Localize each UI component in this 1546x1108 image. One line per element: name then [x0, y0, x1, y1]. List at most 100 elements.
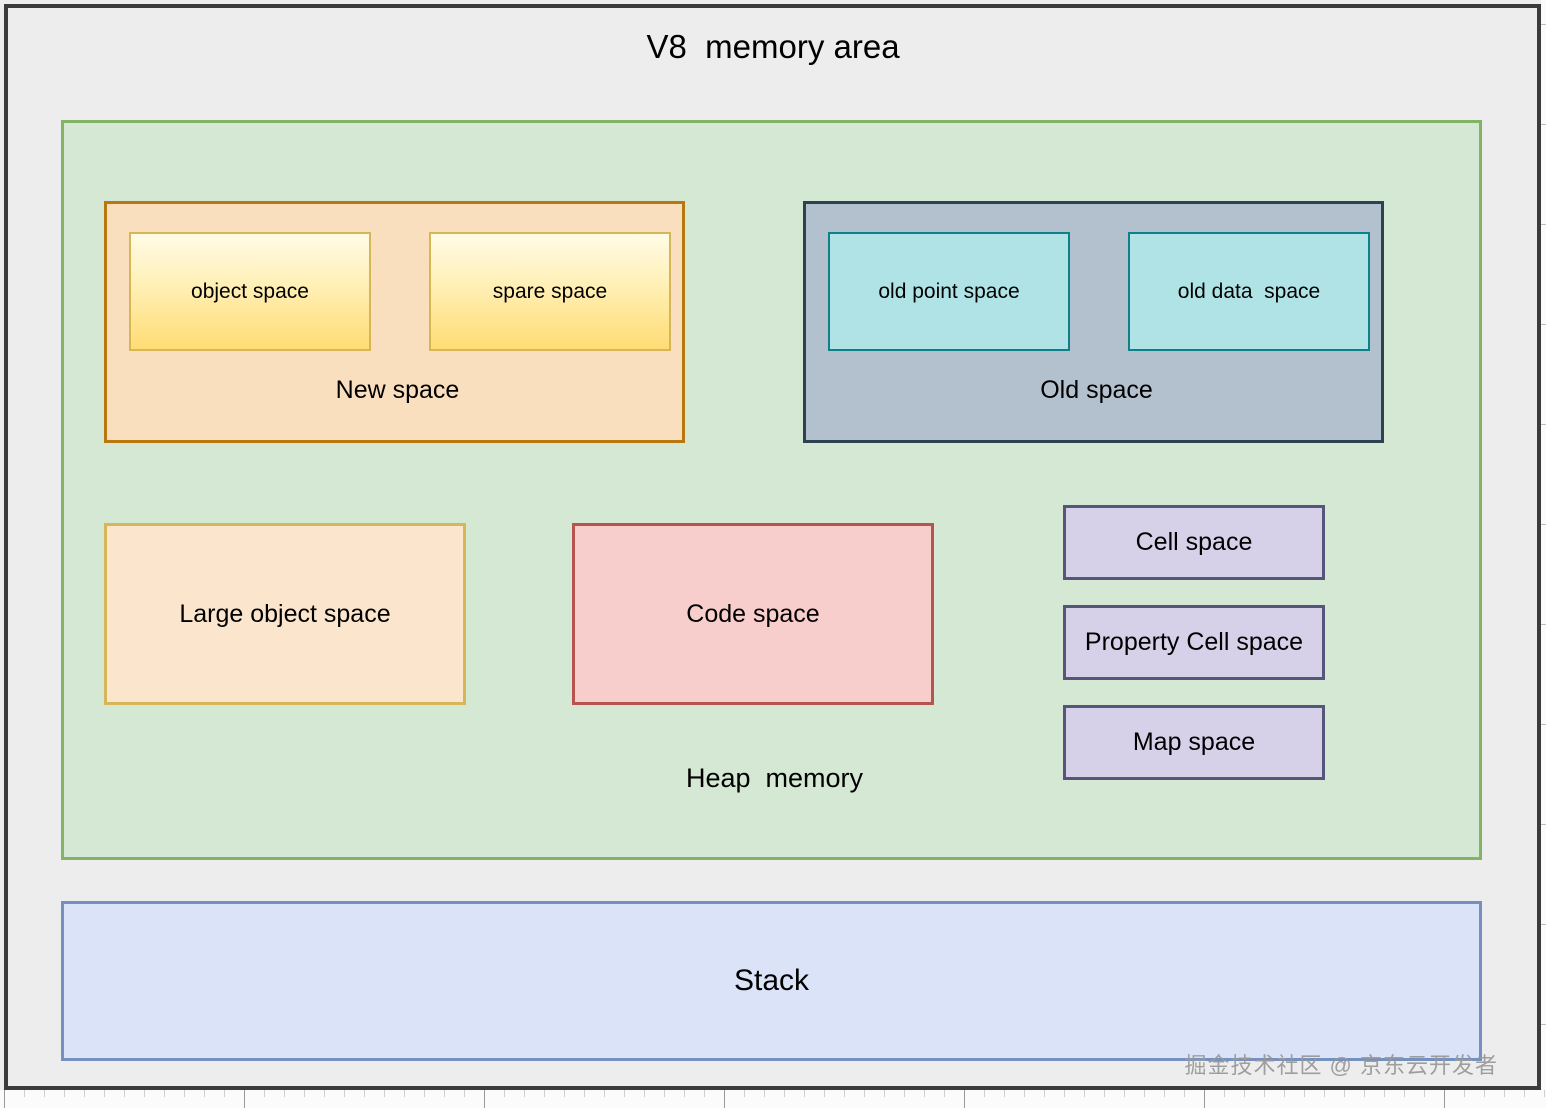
ruler-tick	[884, 1090, 885, 1097]
ruler-tick	[444, 1090, 445, 1097]
page-title: V8 memory area	[646, 28, 900, 65]
ruler-tick	[1184, 1090, 1185, 1097]
ruler-tick	[184, 1090, 185, 1097]
ruler-tick	[324, 1090, 325, 1097]
ruler-tick	[1224, 1090, 1225, 1097]
old-point-space-label: old point space	[878, 279, 1020, 303]
old-data-space-box[interactable]: old data space	[1128, 232, 1370, 351]
ruler-tick	[744, 1090, 745, 1097]
ruler-tick	[44, 1090, 45, 1097]
ruler-tick	[1004, 1090, 1005, 1097]
ruler-tick	[404, 1090, 405, 1097]
ruler-tick	[1464, 1090, 1465, 1097]
new-space-container[interactable]: object space spare space New space	[104, 201, 685, 443]
ruler-tick	[304, 1090, 305, 1097]
ruler-tick	[1541, 724, 1546, 725]
ruler-tick	[384, 1090, 385, 1097]
ruler-tick	[824, 1090, 825, 1097]
spare-space-box[interactable]: spare space	[429, 232, 671, 351]
ruler-tick	[204, 1090, 205, 1097]
ruler-tick	[104, 1090, 105, 1097]
canvas-border-top	[4, 4, 1542, 8]
new-space-label: New space	[335, 376, 460, 404]
ruler-bottom	[0, 1090, 1546, 1108]
ruler-tick	[64, 1090, 65, 1097]
ruler-tick	[764, 1090, 765, 1097]
ruler-tick	[1541, 124, 1546, 125]
ruler-tick	[944, 1090, 945, 1097]
stack-box[interactable]: Stack	[61, 901, 1482, 1061]
ruler-tick	[264, 1090, 265, 1097]
old-point-space-box[interactable]: old point space	[828, 232, 1070, 351]
ruler-tick	[1304, 1090, 1305, 1097]
ruler-tick	[1541, 324, 1546, 325]
ruler-tick	[704, 1090, 705, 1097]
ruler-tick	[244, 1090, 245, 1108]
ruler-tick	[544, 1090, 545, 1097]
ruler-tick	[1404, 1090, 1405, 1097]
ruler-tick	[124, 1090, 125, 1097]
ruler-tick	[1204, 1090, 1205, 1108]
ruler-tick	[844, 1090, 845, 1097]
heap-memory-container[interactable]: object space spare space New space old p…	[61, 120, 1482, 860]
ruler-tick	[1284, 1090, 1285, 1097]
heap-memory-label: Heap memory	[685, 763, 864, 793]
ruler-tick	[1024, 1090, 1025, 1097]
ruler-tick	[1124, 1090, 1125, 1097]
code-space-label: Code space	[686, 599, 820, 628]
object-space-box[interactable]: object space	[129, 232, 371, 351]
old-space-label: Old space	[1040, 376, 1153, 404]
ruler-tick	[564, 1090, 565, 1097]
spare-space-label: spare space	[492, 279, 608, 303]
cell-space-label: Cell space	[1135, 528, 1253, 556]
ruler-tick	[1324, 1090, 1325, 1097]
ruler-tick	[1364, 1090, 1365, 1097]
code-space-box[interactable]: Code space	[572, 523, 934, 705]
watermark-text: 掘金技术社区 @ 京东云开发者	[1184, 1053, 1498, 1078]
ruler-tick	[904, 1090, 905, 1097]
stack-label: Stack	[733, 964, 810, 997]
ruler-tick	[804, 1090, 805, 1097]
ruler-tick	[1104, 1090, 1105, 1097]
old-space-container[interactable]: old point space old data space Old space	[803, 201, 1384, 443]
cell-space-box[interactable]: Cell space	[1063, 505, 1325, 580]
ruler-tick	[1144, 1090, 1145, 1097]
ruler-tick	[1541, 624, 1546, 625]
large-object-space-box[interactable]: Large object space	[104, 523, 466, 705]
ruler-tick	[164, 1090, 165, 1097]
ruler-tick	[1484, 1090, 1485, 1097]
ruler-tick	[344, 1090, 345, 1097]
ruler-tick	[144, 1090, 145, 1097]
ruler-tick	[224, 1090, 225, 1097]
ruler-tick	[1541, 24, 1546, 25]
ruler-tick	[1541, 224, 1546, 225]
ruler-tick	[1424, 1090, 1425, 1097]
ruler-tick	[1541, 824, 1546, 825]
ruler-tick	[924, 1090, 925, 1097]
ruler-tick	[1264, 1090, 1265, 1097]
ruler-tick	[724, 1090, 725, 1108]
ruler-tick	[984, 1090, 985, 1097]
ruler-tick	[624, 1090, 625, 1097]
ruler-tick	[1084, 1090, 1085, 1097]
ruler-tick	[1044, 1090, 1045, 1097]
property-cell-space-box[interactable]: Property Cell space	[1063, 605, 1325, 680]
property-cell-space-label: Property Cell space	[1084, 628, 1304, 656]
old-data-space-label: old data space	[1177, 279, 1321, 303]
map-space-box[interactable]: Map space	[1063, 705, 1325, 780]
canvas-border-left	[4, 4, 8, 1090]
ruler-tick	[684, 1090, 685, 1097]
ruler-tick	[1541, 1024, 1546, 1025]
canvas-border-bottom	[4, 1086, 1542, 1090]
map-space-label: Map space	[1132, 728, 1256, 756]
ruler-tick	[1064, 1090, 1065, 1097]
ruler-tick	[84, 1090, 85, 1097]
ruler-tick	[584, 1090, 585, 1097]
large-object-space-label: Large object space	[179, 599, 391, 628]
ruler-right	[1541, 0, 1546, 1090]
ruler-tick	[1524, 1090, 1525, 1097]
ruler-tick	[964, 1090, 965, 1108]
ruler-tick	[1444, 1090, 1445, 1108]
ruler-tick	[1541, 424, 1546, 425]
ruler-tick	[1541, 924, 1546, 925]
